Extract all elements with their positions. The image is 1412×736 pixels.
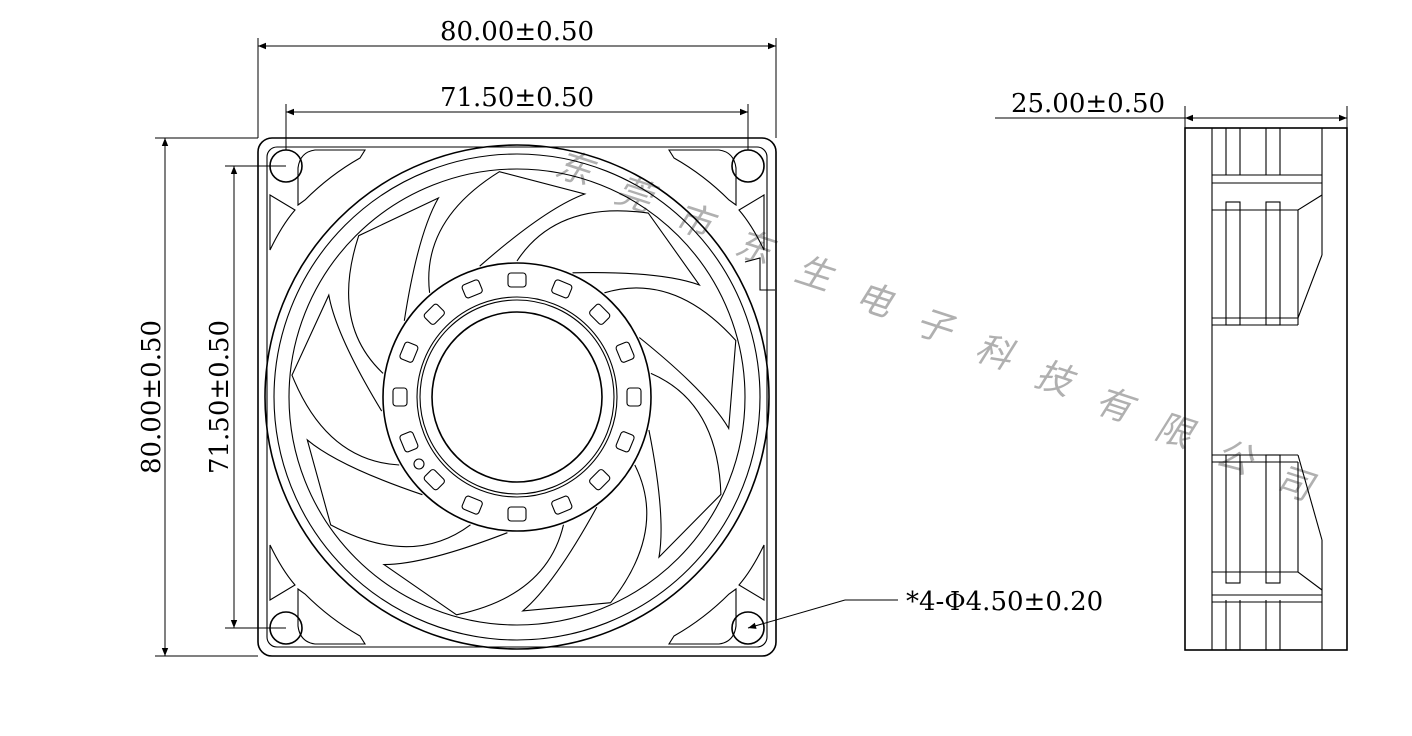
watermark-char: 子 xyxy=(910,302,960,353)
fan-blade xyxy=(648,372,722,559)
watermark-char: 电 xyxy=(850,275,899,326)
watermark-char: 生 xyxy=(790,249,840,300)
hub-slot xyxy=(589,469,611,491)
hub-slot xyxy=(423,469,445,491)
frame-outline xyxy=(257,137,777,657)
hub-slot xyxy=(399,341,419,363)
watermark-char: 限 xyxy=(1150,407,1200,458)
hub-slot xyxy=(399,431,419,453)
hub-slot xyxy=(615,341,635,363)
dim-hole-height: 71.50±0.50 xyxy=(205,165,286,629)
hub-slot xyxy=(461,495,483,515)
hub-slot xyxy=(392,387,408,407)
hub-center xyxy=(431,311,603,483)
hole-width-label: 71.50±0.50 xyxy=(440,83,594,113)
frame-notch xyxy=(744,257,775,291)
fan-blade xyxy=(516,210,701,287)
hub-slot xyxy=(551,495,573,515)
corner-struts xyxy=(269,149,765,645)
dim-mount-holes: *4-Φ4.50±0.20 xyxy=(747,587,1103,629)
fan-blade xyxy=(604,287,737,431)
hub-outer xyxy=(382,262,652,532)
watermark-char: 司 xyxy=(1270,459,1320,510)
fan-blade xyxy=(382,524,565,616)
hub-slot xyxy=(507,272,527,288)
dim-overall-width: 80.00±0.50 xyxy=(257,17,777,138)
watermark-char: 有 xyxy=(1090,380,1142,432)
venturi-inner xyxy=(273,153,761,641)
dim-thickness: 25.00±0.50 xyxy=(995,89,1348,128)
hole-height-label: 71.50±0.50 xyxy=(205,320,235,474)
fan-blade xyxy=(348,196,440,374)
fan-blade xyxy=(521,464,648,612)
hub-center-outer xyxy=(419,299,615,495)
hub-slot xyxy=(589,303,611,325)
watermark-char: 技 xyxy=(1030,354,1081,405)
hub-slot xyxy=(615,431,635,453)
overall-height-label: 80.00±0.50 xyxy=(137,320,167,474)
fan-blades xyxy=(291,171,737,616)
hub-slot xyxy=(423,303,445,325)
watermark-char: 公 xyxy=(1210,433,1260,484)
hub-slot xyxy=(626,387,642,407)
fan-blade xyxy=(291,293,400,466)
dim-hole-width: 71.50±0.50 xyxy=(285,83,749,150)
front-view xyxy=(257,137,777,657)
fan-blade xyxy=(306,438,471,548)
watermark-char: 东 xyxy=(730,223,781,274)
hub-slot xyxy=(551,279,573,299)
hub-ring xyxy=(416,296,618,498)
blade-tip-circle xyxy=(288,168,746,626)
watermark-char: 科 xyxy=(970,328,1019,379)
side-view xyxy=(1184,127,1348,651)
overall-width-label: 80.00±0.50 xyxy=(440,17,594,47)
thickness-label: 25.00±0.50 xyxy=(1011,89,1165,119)
hub-slots xyxy=(392,272,642,522)
hub-slot xyxy=(461,279,483,299)
hub-slot xyxy=(507,506,527,522)
dim-overall-height: 80.00±0.50 xyxy=(137,137,258,657)
fan-blade xyxy=(428,171,587,293)
hub-marker xyxy=(413,458,425,470)
frame-inner-outline xyxy=(266,146,768,648)
venturi-outer xyxy=(264,144,770,650)
mount-holes-label: *4-Φ4.50±0.20 xyxy=(906,587,1103,617)
